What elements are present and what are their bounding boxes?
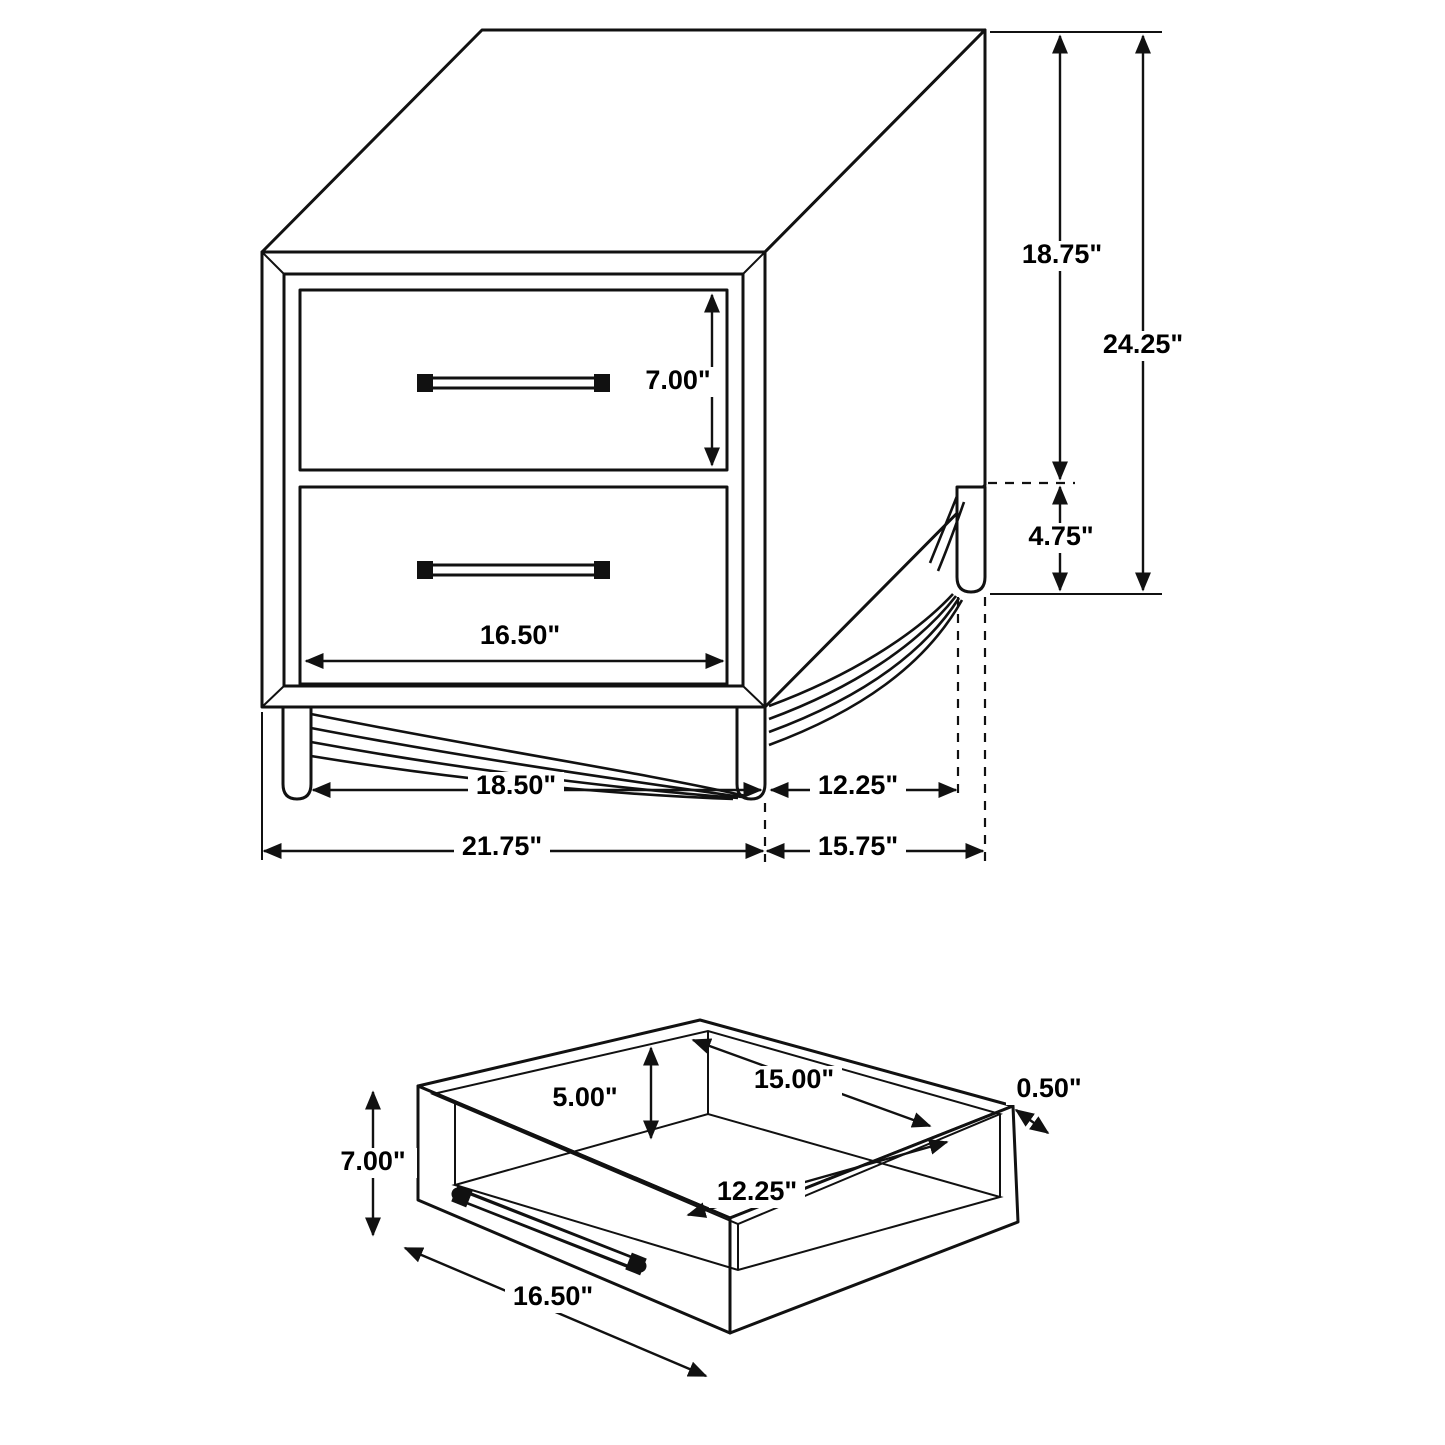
back-right-leg bbox=[955, 485, 987, 594]
nightstand-view: 18.75" 24.25" 4.75" 7.00" 16.50" 18.50" … bbox=[260, 28, 1191, 863]
handle-cap-left bbox=[417, 374, 433, 392]
label-bg bbox=[468, 772, 564, 802]
dim-drawer-front-width-label: 16.50" bbox=[513, 1281, 593, 1311]
handle-cap-right bbox=[594, 374, 610, 392]
extension-lines-solid bbox=[261, 31, 1162, 860]
dim-upper-section-height-label: 18.75" bbox=[1022, 239, 1102, 269]
handle-cap-right bbox=[594, 561, 610, 579]
drawer-view: 7.00" 5.00" 15.00" 0.50" 12.25" 16.50" bbox=[329, 1018, 1092, 1378]
dim-overall-height-label: 24.25" bbox=[1103, 329, 1183, 359]
frame-miter-lines bbox=[261, 251, 766, 708]
top-drawer-handle bbox=[417, 374, 610, 392]
dim-drawer-panel-thickness-line bbox=[1014, 1109, 1050, 1134]
label-bg bbox=[746, 1066, 842, 1096]
nightstand-inner-frame bbox=[282, 272, 745, 688]
bottom-drawer-front bbox=[298, 485, 729, 686]
label-bg bbox=[541, 1084, 629, 1114]
label-bg bbox=[709, 1178, 805, 1208]
dim-drawer-interior-height-label: 5.00" bbox=[552, 1082, 617, 1112]
label-bg bbox=[1014, 241, 1110, 271]
front-left-leg bbox=[281, 705, 313, 801]
label-bg bbox=[1095, 331, 1191, 361]
side-accent-curves bbox=[768, 593, 964, 747]
dim-drawer-front-height-label: 7.00" bbox=[340, 1146, 405, 1176]
label-bg bbox=[329, 1148, 417, 1178]
dim-overall-depth-label: 15.75" bbox=[818, 831, 898, 861]
bottom-drawer-handle bbox=[417, 561, 610, 579]
label-bg bbox=[633, 367, 723, 397]
dim-drawer-front-height-label: 7.00" bbox=[645, 365, 710, 395]
dim-front-leg-span-label: 18.50" bbox=[476, 770, 556, 800]
front-right-leg bbox=[735, 705, 767, 801]
label-bg bbox=[472, 622, 568, 652]
label-bg bbox=[810, 833, 906, 863]
label-bg bbox=[505, 1283, 601, 1313]
handle-cap-left bbox=[451, 1184, 473, 1208]
dim-leg-height-label: 4.75" bbox=[1028, 521, 1093, 551]
dim-overall-width-label: 21.75" bbox=[462, 831, 542, 861]
label-bg bbox=[454, 833, 550, 863]
dim-drawer-panel-thickness-label: 0.50" bbox=[1016, 1073, 1081, 1103]
label-bg bbox=[810, 772, 906, 802]
dim-drawer-interior-depth-label: 12.25" bbox=[717, 1176, 797, 1206]
label-bg bbox=[1006, 1075, 1092, 1105]
drawer-floor bbox=[451, 1112, 1004, 1272]
dim-side-leg-span-label: 12.25" bbox=[818, 770, 898, 800]
label-bg bbox=[1018, 523, 1104, 553]
back-leg-accent-curves bbox=[928, 495, 966, 572]
dim-drawer-interior-width-label: 15.00" bbox=[754, 1064, 834, 1094]
handle-cap-left bbox=[417, 561, 433, 579]
front-accent-curves bbox=[310, 712, 747, 801]
dim-drawer-width-label: 16.50" bbox=[480, 620, 560, 650]
